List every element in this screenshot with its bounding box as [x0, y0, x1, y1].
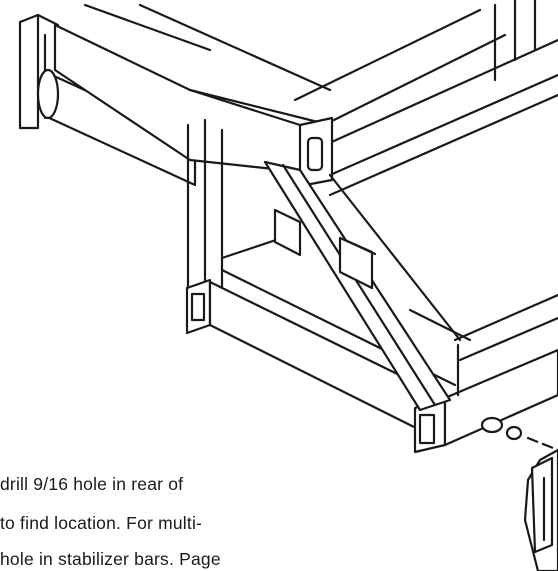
brace-brackets — [273, 208, 377, 290]
front-post — [186, 118, 224, 292]
main-beam — [53, 23, 334, 188]
upper-rails — [83, 0, 558, 197]
instruction-line-2: to find location. For multi- — [0, 513, 203, 533]
bolt-hardware — [480, 416, 558, 452]
diagonal-brace — [263, 160, 452, 412]
corner-block-right — [413, 348, 558, 454]
corner-block-left — [185, 278, 212, 335]
instruction-line-1: drill 9/16 hole in rear of — [0, 474, 184, 494]
instruction-line-3: hole in stabilizer bars. Page — [0, 549, 221, 569]
receiver-bracket — [523, 448, 558, 571]
left-upright — [18, 13, 60, 130]
platform-edges — [328, 173, 558, 397]
